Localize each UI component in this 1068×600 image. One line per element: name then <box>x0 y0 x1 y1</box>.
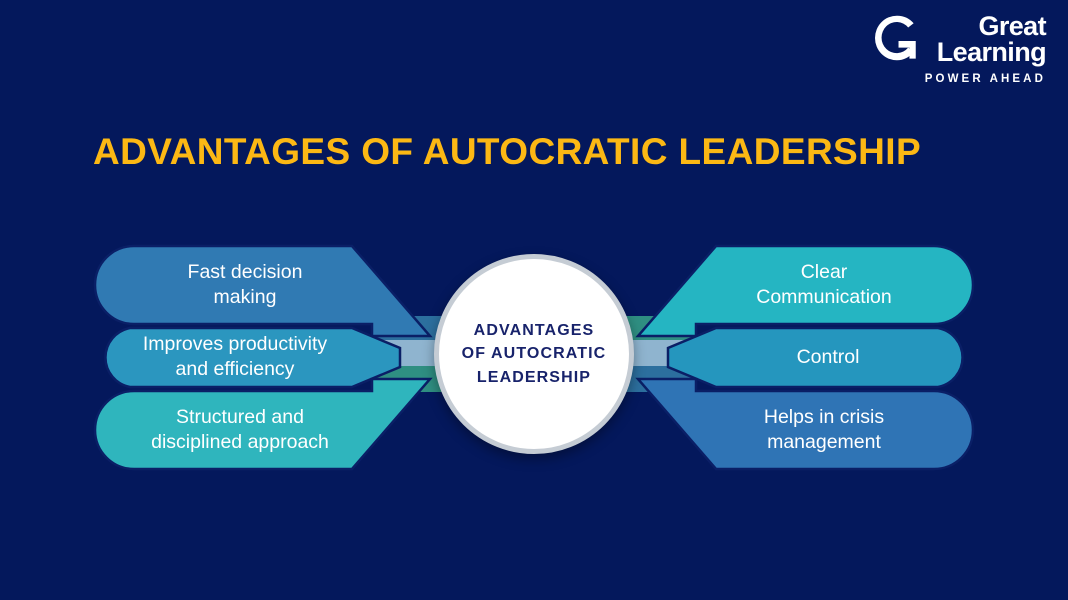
left-bar-1-shape[interactable] <box>93 244 433 338</box>
left-bar-2-shape[interactable] <box>104 326 402 389</box>
brand-name-line2: Learning <box>936 36 1047 67</box>
brand-wordmark: Great Learning POWER AHEAD <box>924 11 1047 86</box>
right-bar-3-shape[interactable] <box>635 377 975 471</box>
left-bar-3-shape[interactable] <box>93 377 433 471</box>
brand-tagline: POWER AHEAD <box>924 73 1046 86</box>
center-hub-label: ADVANTAGES OF AUTOCRATIC LEADERSHIP <box>461 322 607 386</box>
right-bar-2-shape[interactable] <box>666 326 964 389</box>
right-bar-1-shape[interactable] <box>635 244 975 338</box>
brand-name-line1: Great <box>978 11 1046 41</box>
diagram-shapes <box>93 244 975 471</box>
page-title: ADVANTAGES OF AUTOCRATIC LEADERSHIP <box>93 131 922 172</box>
brand-logo: Great Learning POWER AHEAD <box>874 11 1047 86</box>
great-learning-g-icon <box>874 15 916 61</box>
center-hub: ADVANTAGES OF AUTOCRATIC LEADERSHIP <box>434 254 634 454</box>
